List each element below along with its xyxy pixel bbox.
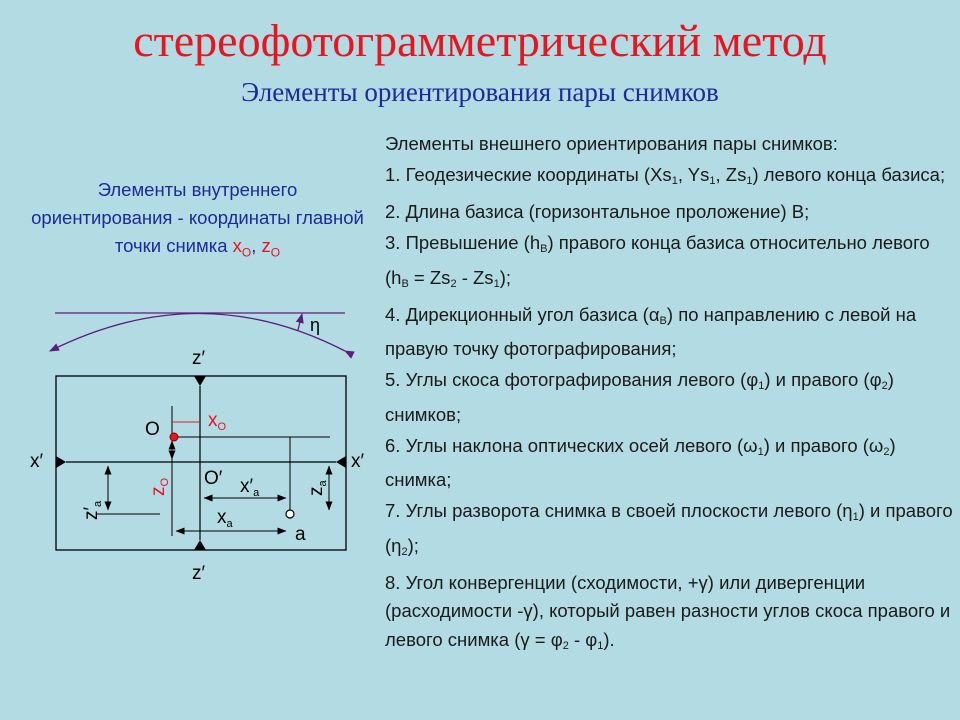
eta-arrow [295,313,304,331]
exterior-item: 3. Превышение (hB) правого конца базиса … [385,232,930,290]
o-label: O [145,419,160,440]
exterior-orientation-heading: Элементы внешнего ориентирования пары сн… [385,133,838,154]
principal-point-o [169,432,179,442]
exterior-item: 2. Длина базиса (горизонтальное проложен… [385,201,810,222]
xa-label: xa [217,507,234,530]
x-prime-right-label: x′ [351,451,365,472]
exterior-item: 4. Дирекционный угол базиса (αB) по напр… [385,303,917,360]
xo-diagram-label: xO [208,410,227,433]
point-a [285,509,295,519]
x-prime-a-label: x′a [240,476,260,499]
rotation-arc [49,312,355,359]
photo-coordinate-diagram: η z′ z′ x′ x′ O O′ a xO x′a xa zO za z′a [30,312,365,584]
fiducial-top [194,376,206,386]
o-prime-label: O′ [204,468,223,489]
z-prime-a-label: z′a [81,500,104,520]
exterior-item: 1. Геодезические координаты (Xs1, Ys1, Z… [385,164,946,187]
z-prime-top-label: z′ [192,348,206,369]
za-label: za [306,480,329,497]
a-label: a [295,524,306,545]
fiducial-right [336,456,346,468]
exterior-item: 8. Угол конвергенции (сходимости, +γ) ил… [385,571,951,652]
interior-orientation-text: Элементы внутреннего ориентирования - ко… [30,176,365,267]
slide-title: стереофотограмметрический метод [133,15,827,66]
z-prime-bottom-label: z′ [192,563,206,584]
coord-separator: , [251,235,262,256]
x-prime-left-label: x′ [30,451,44,472]
zo-diagram-label: zO [148,478,171,497]
fiducial-left [56,456,66,468]
interior-orientation-label: Элементы внутреннего ориентирования - ко… [31,179,364,256]
xo-symbol: xO [232,235,252,260]
exterior-item: 6. Углы наклона оптических осей левого (… [385,434,896,491]
exterior-items: 1. Геодезические координаты (Xs1, Ys1, Z… [385,161,955,660]
exterior-item: 7. Углы разворота снимка в своей плоскос… [385,500,953,558]
slide-subtitle: Элементы ориентирования пары снимков [241,77,719,107]
fiducial-bottom [194,540,206,550]
exterior-orientation-list: Элементы внешнего ориентирования пары сн… [385,130,955,663]
zo-symbol: zO [261,235,281,260]
exterior-item: 5. Углы скоса фотографирования левого (φ… [385,369,894,425]
eta-label: η [310,315,320,335]
